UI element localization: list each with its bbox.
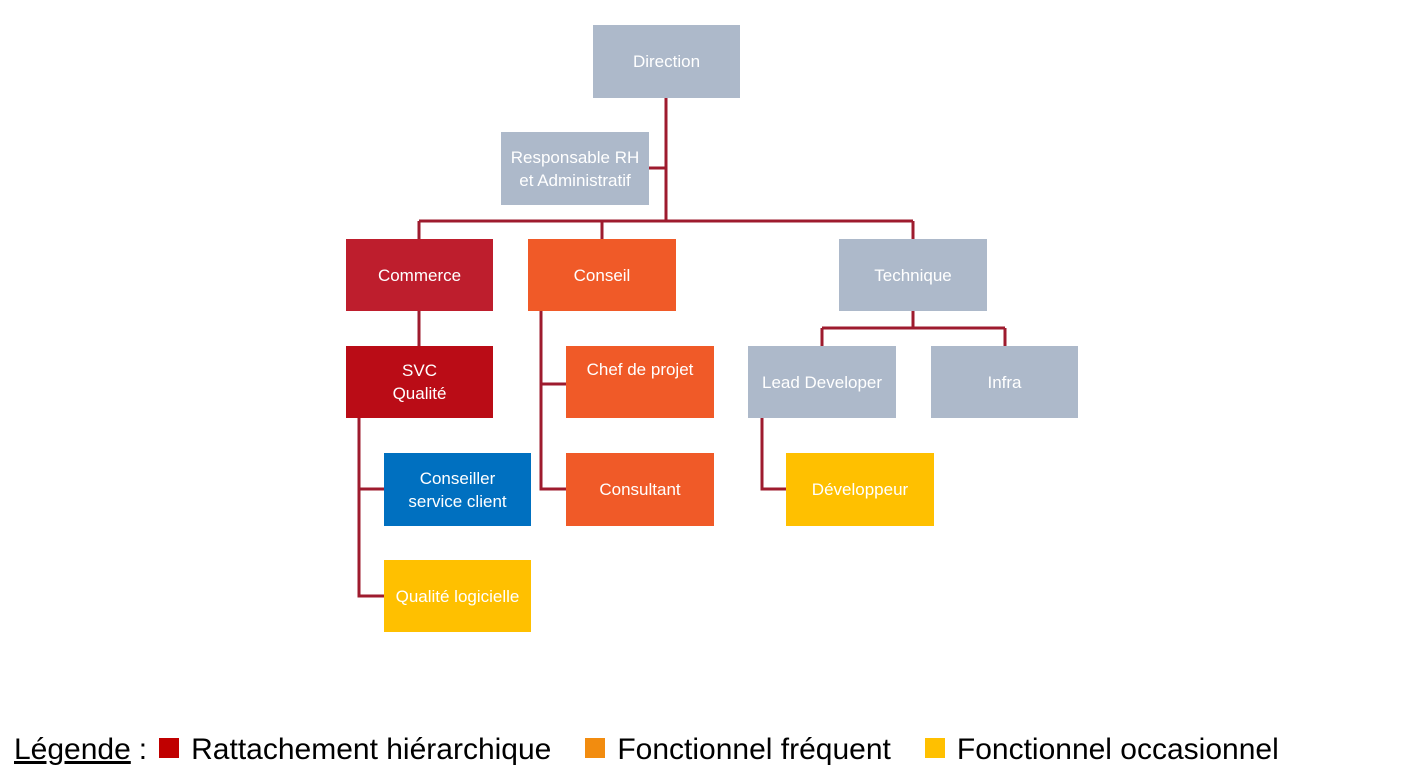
node-technique-line-1: Technique — [874, 265, 952, 285]
node-direction-line-1: Direction — [632, 52, 701, 71]
node-qualite-logicielle-line-1: Qualité logicielle — [395, 586, 520, 606]
legend-item-occasionnel: Fonctionnel occasionnel — [924, 733, 1279, 767]
legend-swatch-hierarchique — [159, 738, 180, 758]
legend-label-occasionnel: Fonctionnel occasionnel — [956, 733, 1279, 766]
legend-title: Légende — [14, 733, 131, 766]
node-consultant-line-1: Consultant — [599, 480, 681, 499]
node-svc-qualite-line-1: SVC — [402, 361, 437, 380]
node-conseiller-line-1: Conseiller — [419, 468, 496, 488]
node-responsable-rh-line-2: et Administratif — [519, 170, 631, 190]
legend-item-hierarchique: Rattachement hiérarchique — [159, 733, 551, 767]
node-svc-qualite: SVC Qualité — [346, 346, 493, 418]
node-lead-developer: Lead Developer — [748, 346, 896, 418]
node-lead-developer-line-1: Lead Developer — [761, 372, 883, 392]
node-infra: Infra — [931, 346, 1078, 418]
legend-label-frequent: Fonctionnel fréquent — [617, 733, 891, 766]
legend-separator: : — [138, 733, 148, 766]
legend: Légende : Rattachement hiérarchique Fonc… — [14, 728, 1279, 772]
node-responsable-rh-line-1: Responsable RH — [510, 147, 640, 167]
legend-item-frequent: Fonctionnel fréquent — [585, 733, 891, 767]
org-chart: Direction Responsable RH et Administrati… — [346, 25, 1078, 632]
node-commerce-line-1: Commerce — [377, 265, 462, 285]
node-svc-qualite-line-2: Qualité — [392, 384, 447, 403]
node-infra-line-1: Infra — [987, 372, 1022, 392]
node-conseiller-line-2: service client — [408, 491, 507, 511]
node-responsable-rh: Responsable RH et Administratif — [501, 132, 649, 205]
legend-swatch-frequent — [585, 738, 606, 758]
node-developpeur: Développeur — [786, 453, 934, 526]
legend-label-hierarchique: Rattachement hiérarchique — [191, 733, 552, 766]
node-developpeur-line-1: Développeur — [811, 480, 909, 499]
node-qualite-logicielle: Qualité logicielle — [384, 560, 531, 632]
connector-technique-branch — [820, 311, 1007, 346]
legend-swatch-occasionnel — [924, 738, 945, 758]
node-conseil-line-1: Conseil — [573, 265, 631, 285]
connector-svc-spine — [357, 418, 384, 598]
connector-conseil-spine — [539, 311, 566, 491]
connector-lead-to-developpeur — [760, 418, 786, 491]
node-conseil: Conseil — [528, 239, 676, 311]
node-chef-de-projet: Chef de projet — [566, 346, 714, 418]
node-chef-de-projet-line-1: Chef de projet — [586, 360, 694, 379]
node-direction: Direction — [593, 25, 740, 98]
node-consultant: Consultant — [566, 453, 714, 526]
connector-lines — [357, 98, 1007, 598]
node-conseiller-service-client: Conseiller service client — [384, 453, 531, 526]
node-technique: Technique — [839, 239, 987, 311]
node-commerce: Commerce — [346, 239, 493, 311]
